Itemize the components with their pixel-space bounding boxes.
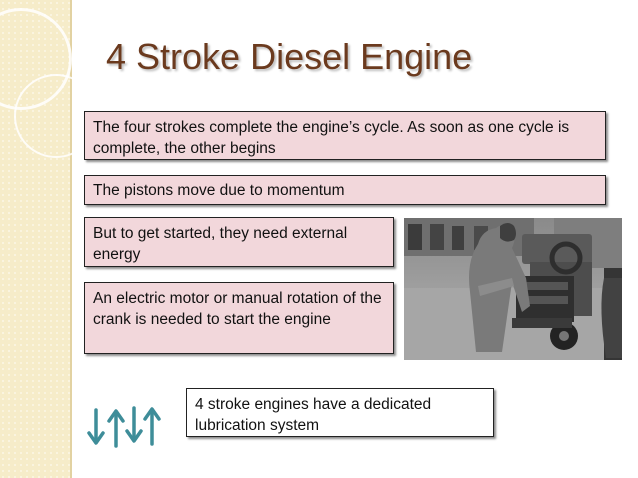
arrow-up-icon (107, 409, 125, 448)
arrow-up-icon (143, 407, 161, 446)
motor-crank-text-box: An electric motor or manual rotation of … (84, 282, 394, 354)
arrow-down-icon (125, 406, 143, 443)
decorative-sidebar (0, 0, 98, 478)
lubrication-text-box: 4 stroke engines have a dedicated lubric… (186, 388, 494, 437)
slide-title: 4 Stroke Diesel Engine (106, 36, 473, 77)
momentum-text-box: The pistons move due to momentum (84, 175, 606, 205)
arrow-down-icon (87, 408, 105, 445)
arrows-decoration (86, 404, 166, 455)
cycle-text-box: The four strokes complete the engine’s c… (84, 111, 606, 160)
engine-photo (404, 218, 622, 360)
external-energy-text-box: But to get started, they need external e… (84, 217, 394, 267)
